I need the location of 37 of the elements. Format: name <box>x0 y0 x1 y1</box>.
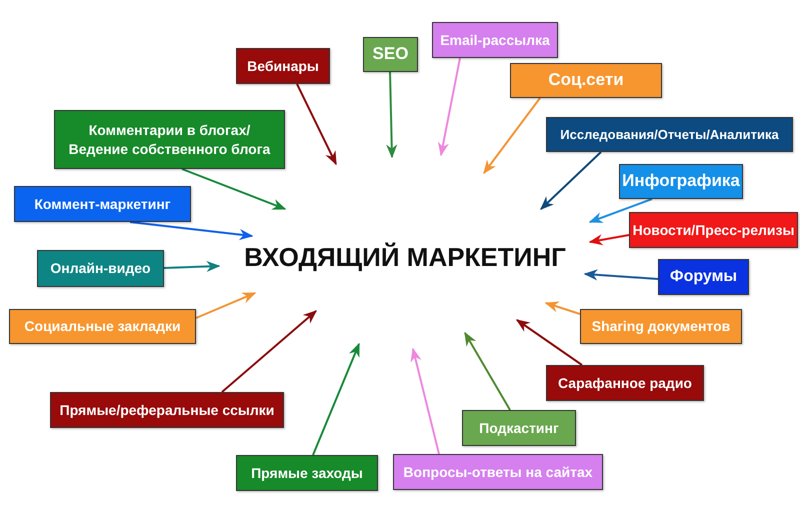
channel-box: Вебинары <box>236 48 330 84</box>
channel-box: Прямые заходы <box>236 455 378 491</box>
arrow <box>584 269 658 280</box>
arrow <box>410 348 440 454</box>
channel-box: Исследования/Отчеты/Аналитика <box>546 117 793 152</box>
arrow <box>296 84 337 166</box>
channel-box: Соц.сети <box>510 63 662 98</box>
channel-box: Сарафанное радио <box>546 365 704 401</box>
arrow <box>483 97 541 174</box>
channel-box: Комментарии в блогах/ Ведение собственного блога <box>54 110 285 169</box>
channel-box: Инфографика <box>619 164 743 199</box>
arrow <box>386 72 398 158</box>
channel-box: Вопросы-ответы на сайтах <box>393 454 603 490</box>
arrow <box>130 221 254 240</box>
arrow <box>438 58 461 156</box>
central-title: ВХОДЯЩИЙ МАРКЕТИНГ <box>243 242 567 274</box>
arrow <box>164 260 220 272</box>
channel-box: Прямые/реферальные ссылки <box>50 392 284 428</box>
arrow <box>588 234 630 246</box>
channel-box: Подкастинг <box>462 410 576 446</box>
channel-box: Форумы <box>658 259 749 295</box>
channel-box: Sharing документов <box>580 309 742 344</box>
channel-box: SEO <box>363 37 418 72</box>
arrow <box>312 342 360 456</box>
channel-box: Онлайн-видео <box>37 250 164 287</box>
channel-box: Email-рассылка <box>432 22 558 58</box>
channel-box: Коммент-маркетинг <box>14 186 191 222</box>
arrow <box>544 302 580 315</box>
arrow <box>182 168 286 210</box>
arrow <box>516 319 583 366</box>
channel-box: Социальные закладки <box>9 309 196 344</box>
arrow <box>221 310 318 393</box>
arrow <box>588 198 652 223</box>
arrow <box>464 332 511 410</box>
channel-box: Новости/Пресс-релизы <box>629 212 798 248</box>
arrow <box>540 151 602 210</box>
arrow <box>196 292 256 319</box>
